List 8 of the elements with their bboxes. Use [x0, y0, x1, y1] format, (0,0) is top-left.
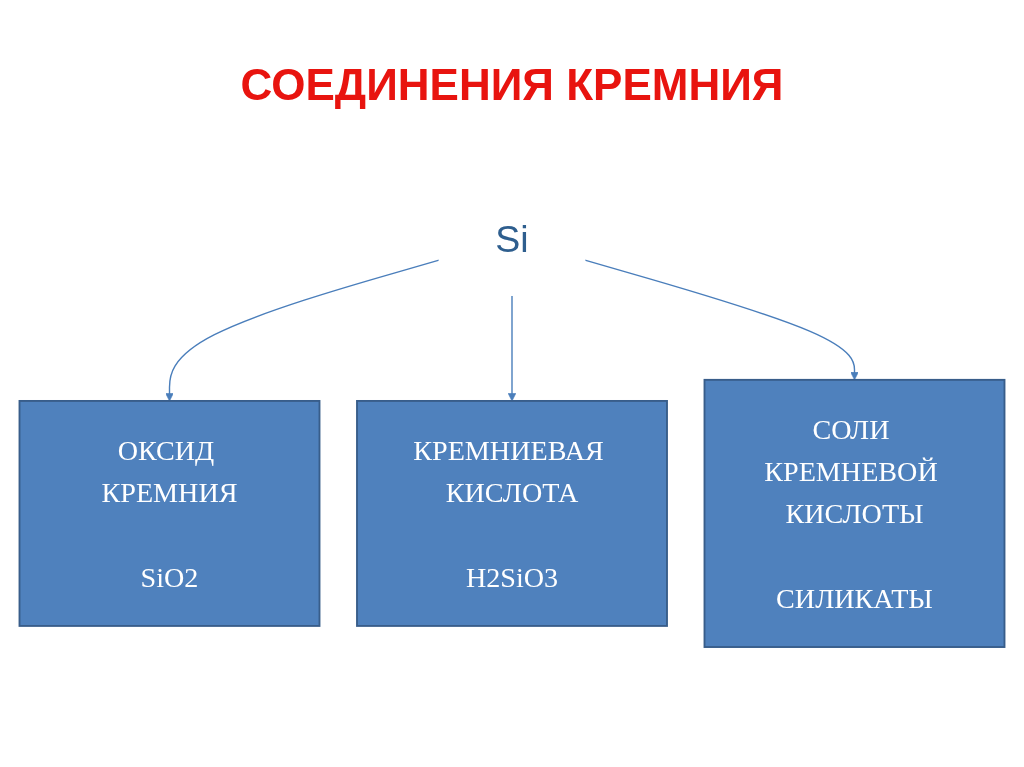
node-box: СОЛИ КРЕМНЕВОЙ КИСЛОТЫ СИЛИКАТЫ: [703, 378, 1006, 648]
node-box: КРЕМНИЕВАЯ КИСЛОТА H2SiO3: [356, 400, 668, 627]
node-box: ОКСИД КРЕМНИЯ SiO2: [18, 400, 321, 627]
diagram-title: СОЕДИНЕНИЯ КРЕМНИЯ: [239, 60, 785, 110]
node-text: Si: [495, 218, 529, 260]
arrow: [584, 259, 859, 381]
arrow: [165, 259, 440, 402]
arrow: [507, 294, 517, 402]
